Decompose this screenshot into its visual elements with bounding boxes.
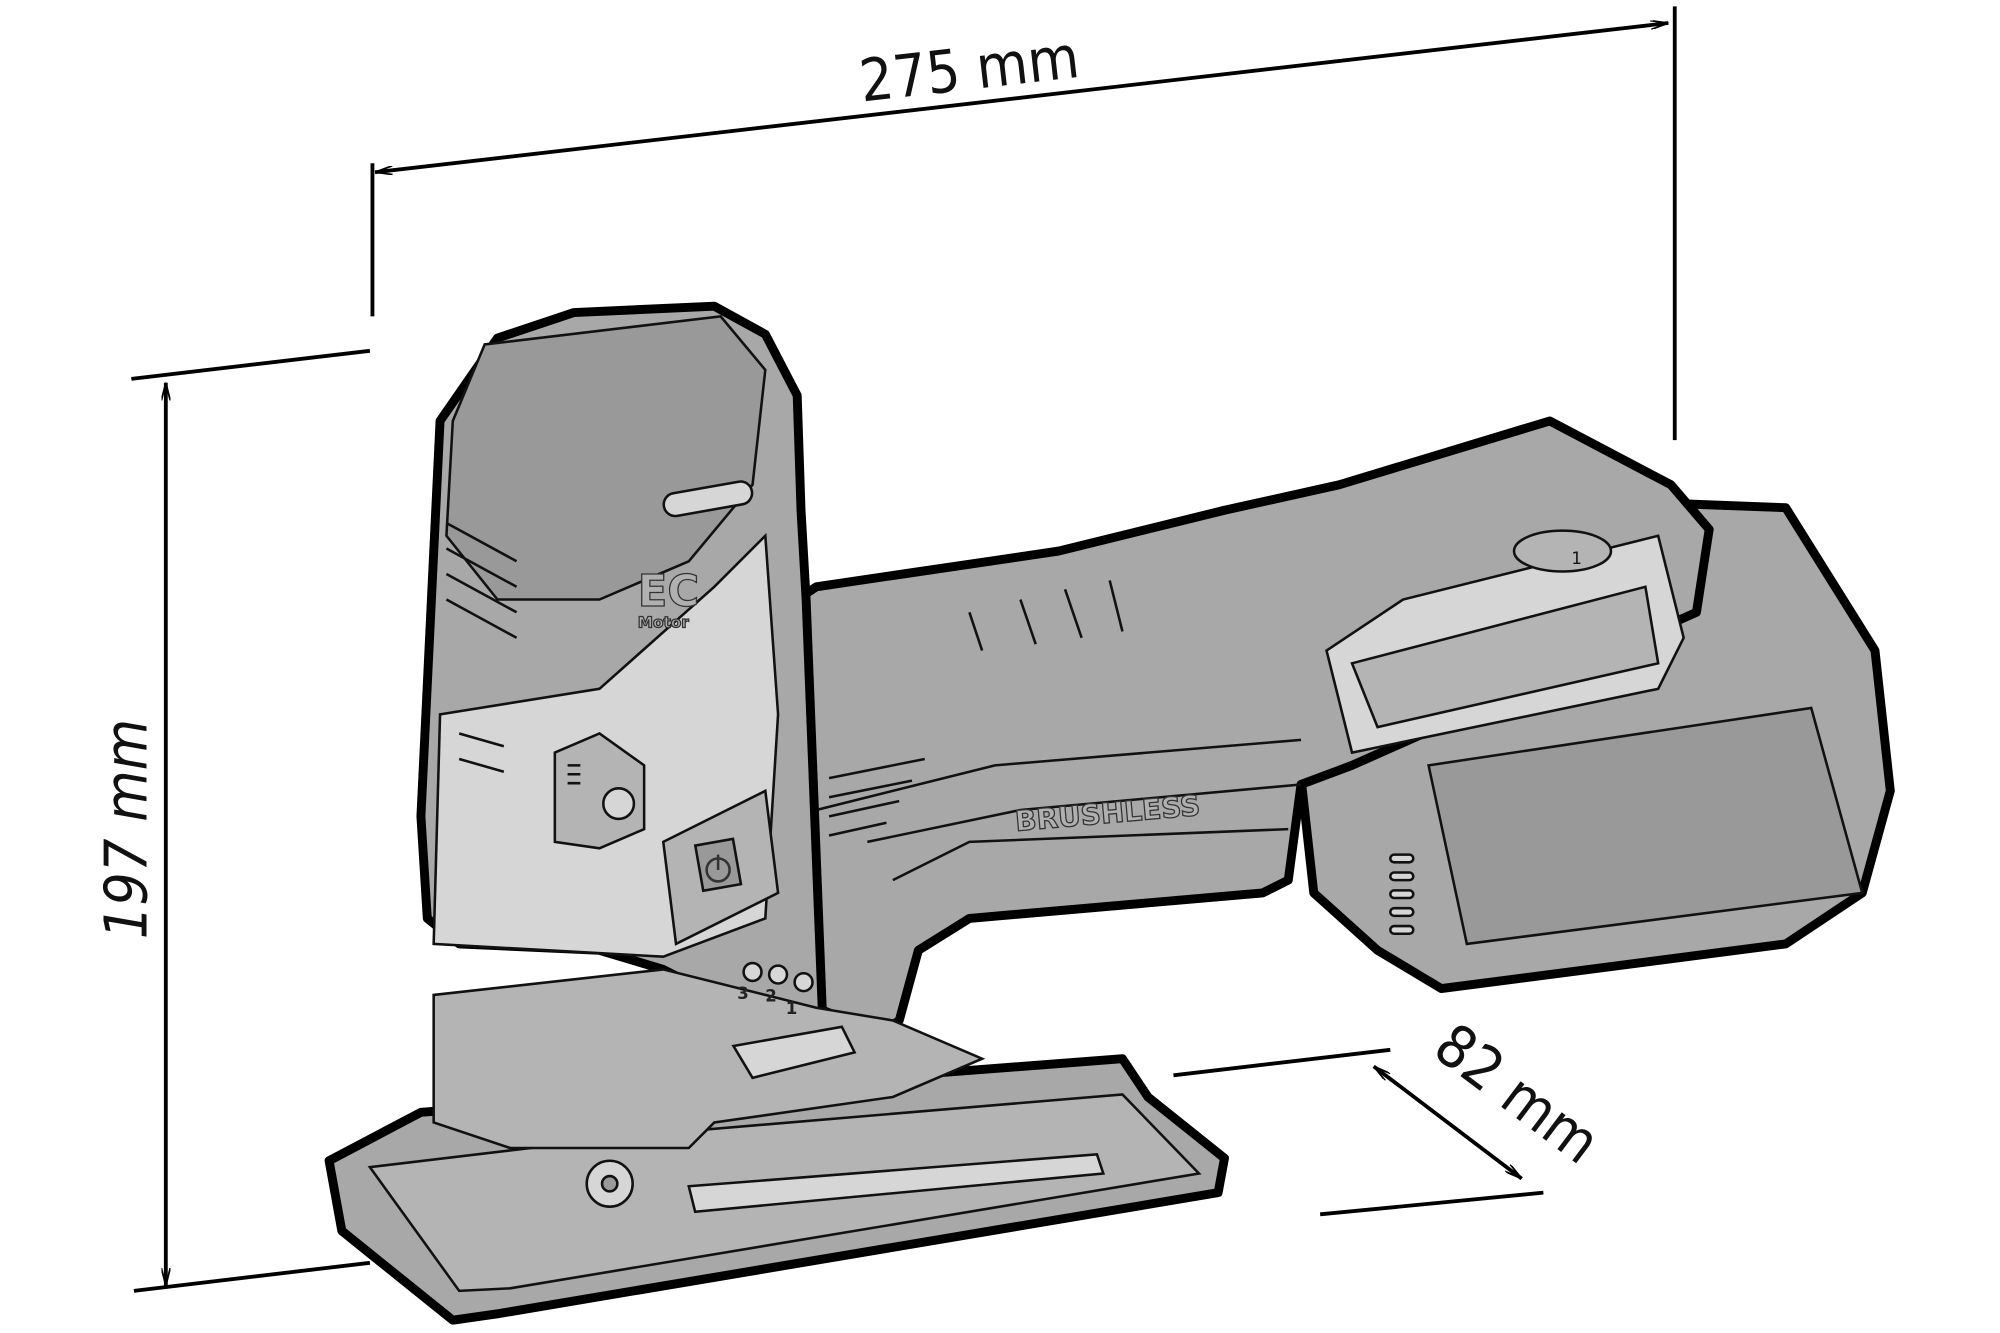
motor-vents [445,521,518,773]
height-dimension: 197 mm [93,348,371,1293]
battery-panel [1427,706,1864,946]
extension-line [1319,1190,1544,1217]
jigsaw-illustration: BRUSHLESS 1 EC Motor [324,301,1895,1325]
rear-grip-inset [1350,585,1660,729]
pendulum-position-1: 1 [786,999,798,1018]
speed-dial-value: 1 [1571,549,1582,568]
light-icon [602,787,636,821]
ec-motor-badge: EC [638,567,699,617]
blade-guide-roller [585,1159,634,1208]
extension-line [131,348,371,381]
width-dimension: 82 mm [1173,1010,1612,1217]
dimension-line [375,23,1668,172]
pendulum-lever[interactable] [731,1025,857,1080]
extension-line [1173,1047,1391,1078]
gear-housing [432,968,986,1150]
handle-housing [792,416,1714,1038]
height-label: 197 mm [93,719,161,939]
pendulum-position-2: 2 [765,986,777,1005]
handle-vents [828,580,1124,837]
base-slot [687,1153,1106,1214]
motor-badge-sub: Motor [638,614,690,632]
length-label: 275 mm [856,23,1083,115]
pendulum-position-3: 3 [737,984,749,1003]
power-button[interactable] [661,788,780,946]
power-icon [705,854,731,883]
dimension-line [1372,1064,1523,1181]
motor-vent-slot [662,480,754,518]
speed-dial[interactable]: 1 [1512,529,1613,573]
motor-top-cover [445,315,767,601]
battery-level-indicator [1389,853,1415,935]
lamp-icon [567,764,581,785]
pendulum-selector[interactable]: 3 2 1 [731,961,857,1080]
light-button[interactable] [553,732,646,850]
extension-line [133,1260,371,1293]
width-label: 82 mm [1422,1010,1612,1177]
